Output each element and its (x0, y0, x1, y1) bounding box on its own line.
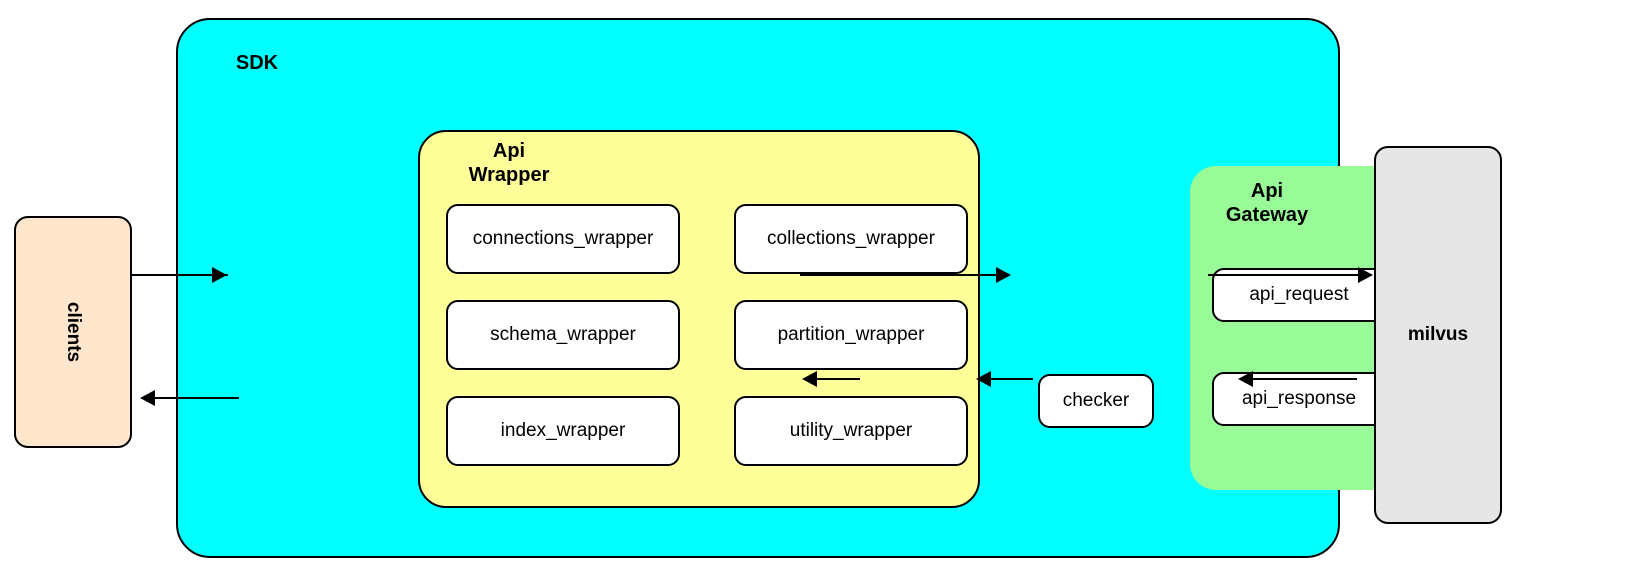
arrow-head-api-response-to-checker (976, 371, 991, 387)
connector-checker-to-api-wrapper (817, 378, 860, 380)
sdk-label: SDK (235, 52, 279, 74)
partition-wrapper-node[interactable]: partition_wrapper (734, 300, 968, 370)
connector-milvus-to-api-response (1253, 378, 1357, 380)
schema-wrapper-node[interactable]: schema_wrapper (446, 300, 680, 370)
checker-node[interactable]: checker (1038, 374, 1154, 428)
connector-api-response-to-checker (991, 378, 1033, 380)
arrow-head-api-wrapper-to-clients (140, 390, 155, 406)
arrow-head-milvus-to-api-response (1238, 371, 1253, 387)
arrow-head-api-wrapper-to-api-gateway (996, 267, 1011, 283)
api-wrapper-container[interactable]: Api Wrapper connections_wrapper collecti… (418, 130, 980, 508)
arrow-head-api-request-to-milvus (1358, 267, 1373, 283)
connections-wrapper-node[interactable]: connections_wrapper (446, 204, 680, 274)
arrow-head-clients-to-api-wrapper (212, 267, 227, 283)
connector-api-request-to-milvus (1208, 274, 1358, 276)
connector-clients-to-api-wrapper (132, 274, 228, 276)
clients-label: clients (62, 301, 84, 363)
utility-wrapper-node[interactable]: utility_wrapper (734, 396, 968, 466)
api-wrapper-label: Api Wrapper (468, 140, 550, 186)
connector-api-wrapper-to-api-gateway (800, 274, 998, 276)
sdk-container[interactable]: SDK Api Wrapper connections_wrapper coll… (176, 18, 1416, 558)
api-request-node[interactable]: api_request (1212, 268, 1386, 322)
clients-node[interactable]: clients (14, 216, 132, 448)
collections-wrapper-node[interactable]: collections_wrapper (734, 204, 968, 274)
connector-api-wrapper-to-clients (155, 397, 239, 399)
milvus-node: milvus (1374, 146, 1502, 524)
index-wrapper-node[interactable]: index_wrapper (446, 396, 680, 466)
arrow-head-checker-to-api-wrapper (802, 371, 817, 387)
api-gateway-label: Api Gateway (1225, 180, 1309, 226)
